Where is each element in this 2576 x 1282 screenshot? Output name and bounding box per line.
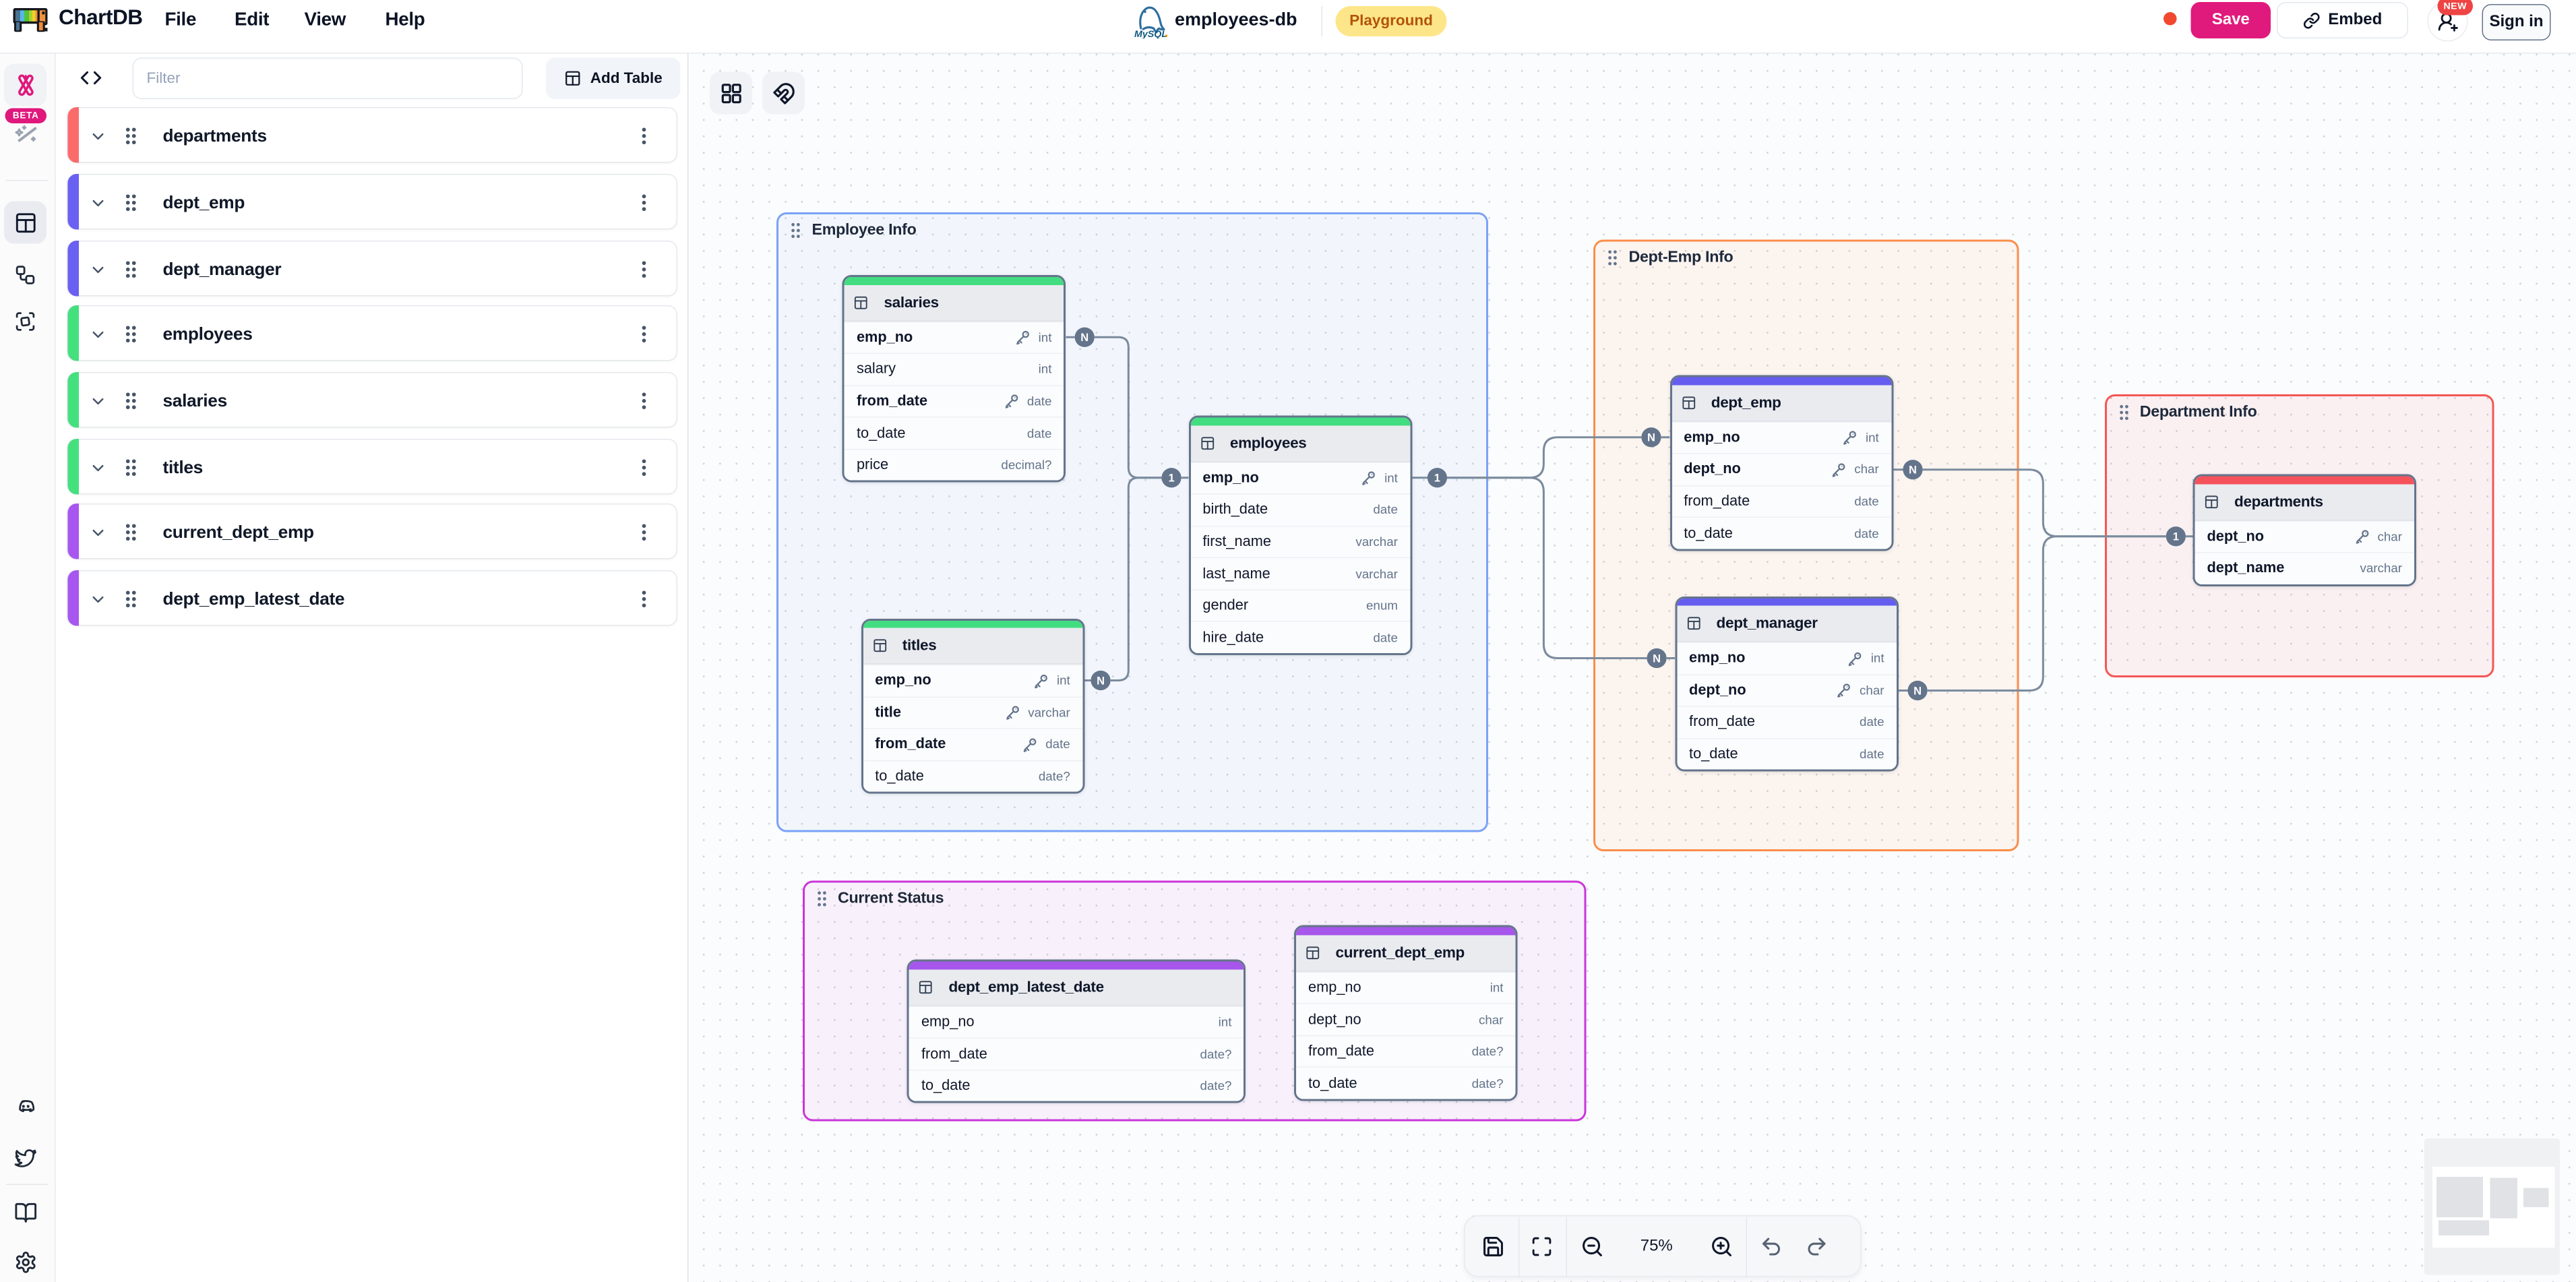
svg-text:1: 1	[1434, 472, 1440, 485]
svg-text:1: 1	[1168, 472, 1174, 485]
svg-text:N: N	[1080, 332, 1088, 344]
svg-text:N: N	[1909, 464, 1917, 477]
svg-text:MySQL: MySQL	[1134, 29, 1167, 38]
svg-text:1: 1	[2173, 531, 2179, 543]
svg-text:N: N	[1913, 685, 1922, 697]
svg-text:N: N	[1097, 675, 1105, 687]
svg-text:N: N	[1653, 652, 1661, 665]
svg-text:N: N	[1647, 432, 1655, 444]
